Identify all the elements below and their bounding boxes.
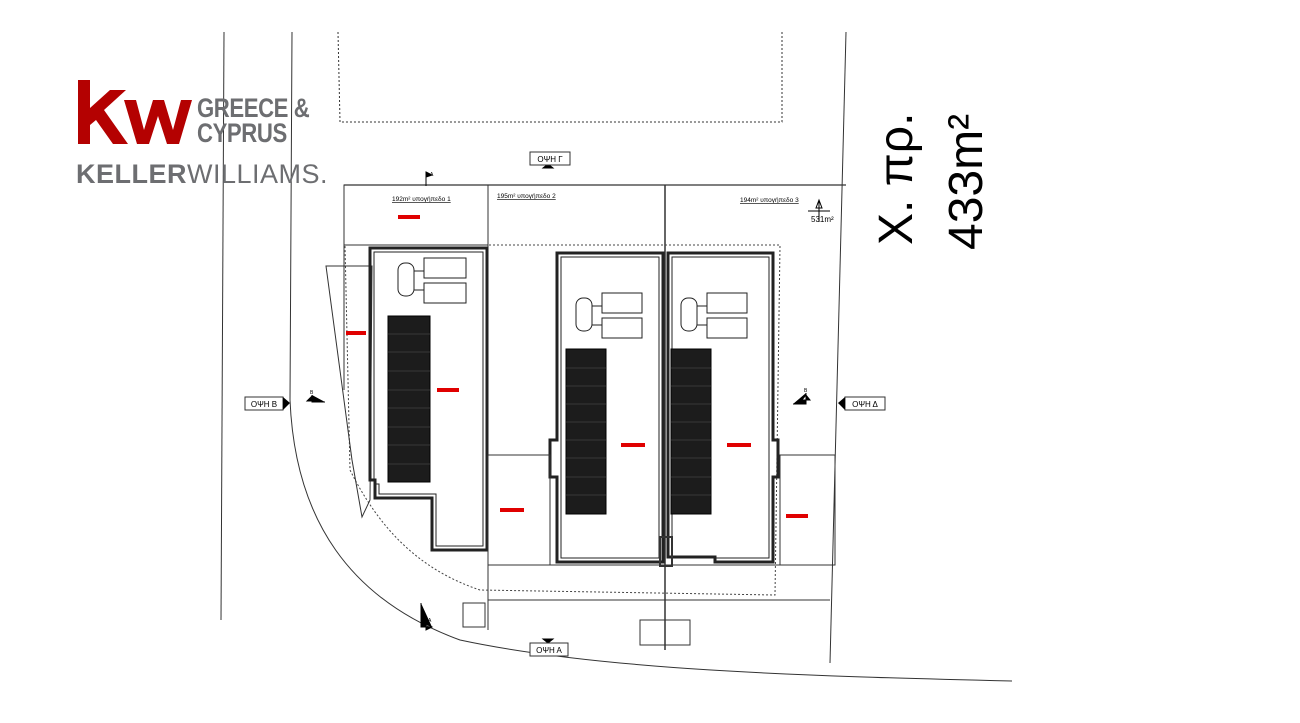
section-marker-south (541, 638, 555, 644)
plot-3-side-box (779, 454, 836, 566)
section-marker-top (425, 171, 434, 186)
elevation-label-west: ΟΨΗ Β (251, 400, 277, 409)
upper-setback (337, 31, 783, 123)
section-marker-label-b-west: B (310, 390, 314, 396)
water-heater-2 (575, 292, 643, 339)
logo-region-text: GREECE & CYPRUS (197, 93, 310, 148)
elevation-box-south (529, 642, 569, 657)
logo-brand-name: KELLERWILLIAMS. (76, 160, 328, 188)
section-marker-west (305, 395, 325, 403)
house-2 (548, 251, 665, 564)
total-area-svg: Χ. πρ. 433m² (870, 113, 993, 250)
logo-line-2: CYPRUS (197, 118, 287, 148)
logo-brand-bold: KELLER (76, 159, 187, 189)
west-wedge (325, 265, 373, 519)
road-curve (289, 31, 1013, 682)
total-area-label: Χ. πρ. 433m² (870, 70, 993, 260)
elevation-label-north: ΟΨΗ Γ (537, 155, 563, 164)
house-3 (666, 251, 780, 564)
plot-3-label: 194m² υπογήπεδο 3 (740, 197, 799, 204)
south-cap-2 (639, 619, 691, 646)
logo-line-1: GREECE & (197, 93, 310, 123)
south-cap-1 (462, 602, 486, 628)
property-line-east (829, 31, 847, 664)
property-line-west (220, 31, 225, 621)
plot-1-label: 192m² υπογήπεδο 1 (392, 196, 451, 203)
keller-williams-logo: GREECE & CYPRUS KELLERWILLIAMS. (76, 78, 328, 188)
divider-post (659, 536, 673, 567)
water-heater-3 (680, 292, 748, 339)
house-1 (368, 246, 489, 552)
water-heater-1 (397, 257, 467, 304)
elevation-label-east: ΟΨΗ Δ (852, 400, 878, 409)
solar-array-3 (670, 348, 712, 515)
solar-array-1 (387, 315, 431, 483)
section-marker-bottom (420, 603, 434, 631)
plot-2-label: 195m² υπογήπεδο 2 (497, 193, 556, 200)
area-line-2: 433m² (940, 114, 993, 250)
section-marker-label-b-east: B (804, 388, 808, 394)
kw-mark (78, 80, 192, 144)
plot-1-upper-box (343, 184, 489, 246)
elevation-label-south: ΟΨΗ Α (536, 646, 562, 655)
logo-brand-dot: . (320, 159, 329, 189)
section-marker-label-a-top: A (430, 172, 434, 178)
section-marker-north (541, 163, 555, 169)
north-arrow (808, 198, 830, 222)
building-setback (344, 244, 781, 596)
elevation-box-north (529, 151, 571, 166)
level-marks (346, 215, 808, 518)
bench-area-label: 531m² (811, 215, 834, 224)
section-marker-label-a-bottom: A (428, 618, 432, 624)
section-marker-east (793, 393, 812, 405)
logo-brand-light: WILLIAMS (187, 159, 321, 189)
area-line-1: Χ. πρ. (870, 113, 923, 245)
solar-array-2 (565, 348, 607, 515)
